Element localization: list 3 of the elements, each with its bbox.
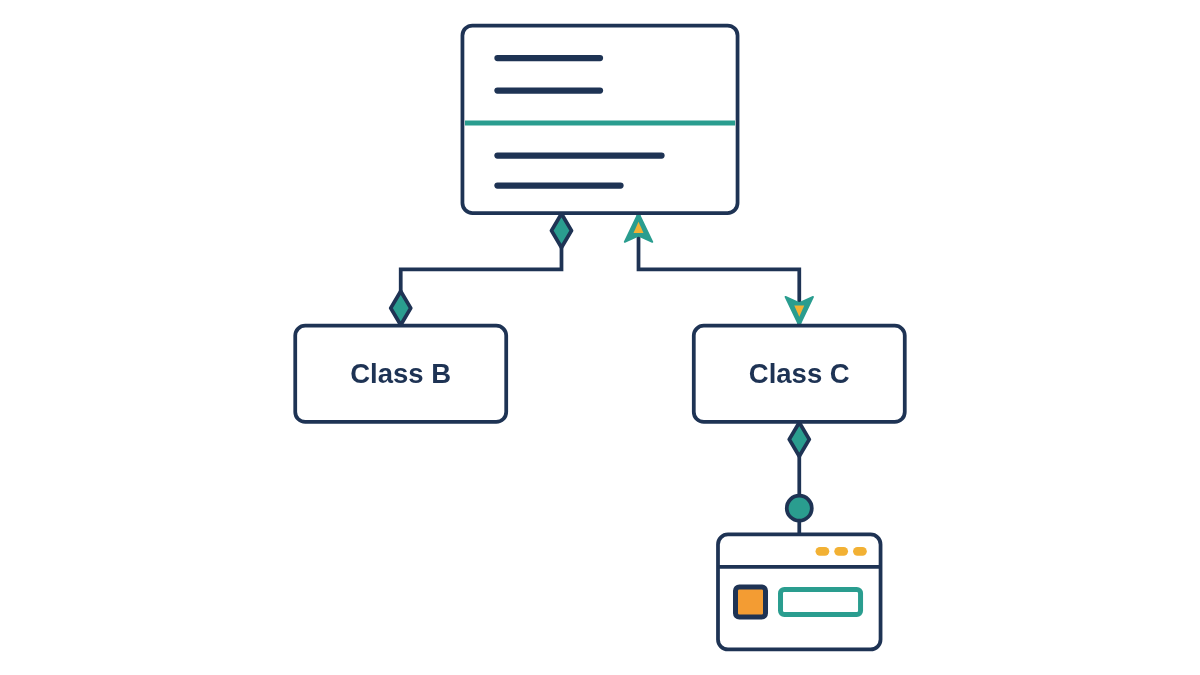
node-box (460, 23, 740, 215)
node-box: Class B (293, 323, 509, 424)
node-box: Class C (691, 323, 907, 424)
